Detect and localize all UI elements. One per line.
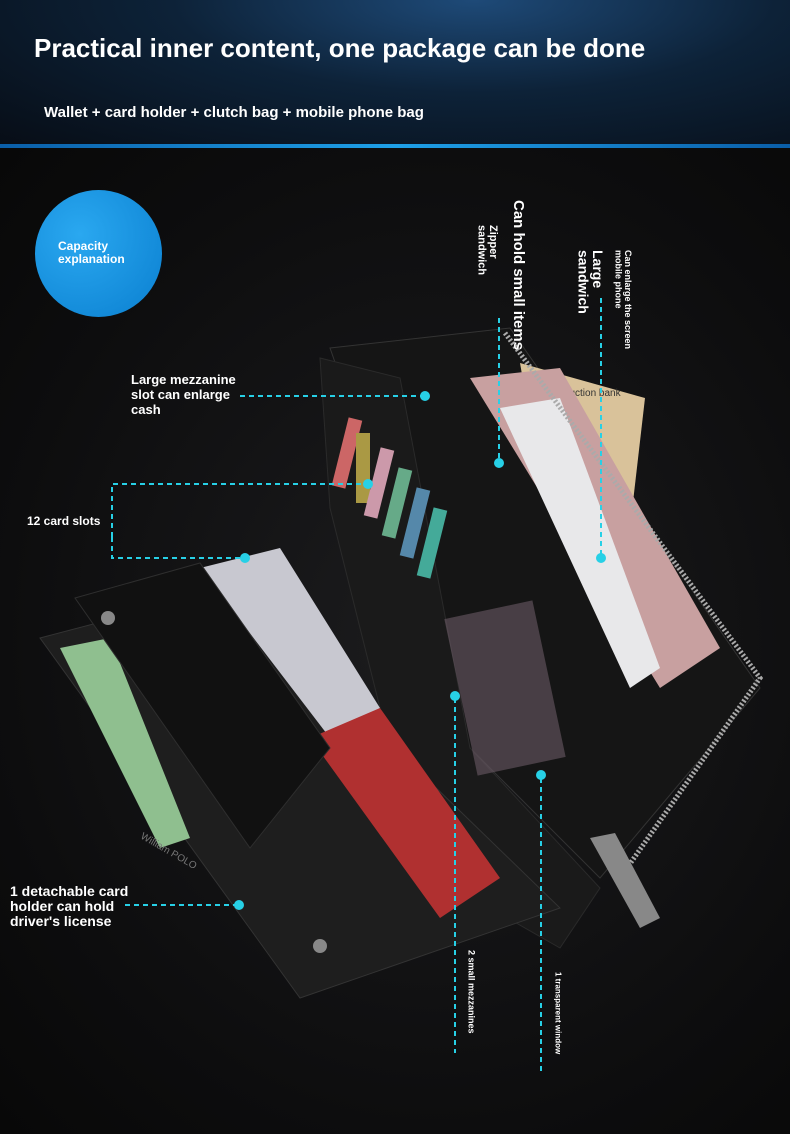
card-text: Construction bank bbox=[540, 388, 622, 399]
annotation-dot bbox=[596, 553, 606, 563]
badge-label: Capacity explanation bbox=[58, 239, 125, 266]
zipper-pull bbox=[590, 833, 660, 928]
header-divider bbox=[0, 144, 790, 148]
annotation-lines bbox=[111, 298, 602, 1073]
annotation-dot bbox=[420, 391, 430, 401]
red-card bbox=[310, 708, 500, 918]
annotation-dot bbox=[234, 900, 244, 910]
card bbox=[331, 417, 363, 489]
page-subtitle: Wallet + card holder + clutch bag + mobi… bbox=[44, 104, 424, 121]
annotation-dots bbox=[234, 391, 606, 910]
label-detachable-holder: 1 detachable card holder can hold driver… bbox=[10, 883, 129, 929]
wallet-illustration: Construction bank William POLO bbox=[39, 298, 764, 1073]
card bbox=[416, 507, 448, 579]
zipper bbox=[502, 331, 764, 880]
header-banner bbox=[0, 0, 790, 146]
card-slots bbox=[331, 417, 448, 579]
annotation-line bbox=[111, 537, 245, 559]
annotation-dot bbox=[450, 691, 460, 701]
icbc-card bbox=[200, 548, 380, 738]
card bbox=[399, 487, 431, 559]
card bbox=[363, 447, 395, 519]
mobile-phone bbox=[500, 398, 660, 688]
capacity-badge: Capacity explanation bbox=[35, 190, 162, 317]
transparent-window bbox=[444, 600, 566, 776]
label-large-sandwich: Large sandwich bbox=[575, 250, 606, 314]
annotation-dot bbox=[240, 553, 250, 563]
label-card-slots: 12 card slots bbox=[27, 514, 101, 528]
detachable-card-holder bbox=[74, 562, 331, 849]
label-transparent-window: 1 transparent window bbox=[553, 972, 563, 1055]
label-zipper-sandwich: Zipper sandwich bbox=[475, 225, 499, 276]
drivers-license bbox=[60, 638, 190, 848]
label-large-mezzanine: Large mezzanine slot can enlarge cash bbox=[131, 372, 236, 417]
annotation-dot bbox=[494, 458, 504, 468]
snap-button bbox=[101, 611, 115, 625]
card bbox=[381, 467, 413, 539]
annotation-dot bbox=[363, 479, 373, 489]
label-phone: Can enlarge the screen mobile phone bbox=[613, 250, 633, 350]
annotation-dot bbox=[536, 770, 546, 780]
page-title: Practical inner content, one package can… bbox=[34, 33, 646, 63]
label-small-items: Can hold small items bbox=[509, 200, 527, 351]
label-small-mezzanines: 2 small mezzanines bbox=[466, 950, 477, 1034]
annotation-line bbox=[111, 483, 370, 537]
card bbox=[356, 433, 370, 503]
snap-button bbox=[313, 939, 327, 953]
